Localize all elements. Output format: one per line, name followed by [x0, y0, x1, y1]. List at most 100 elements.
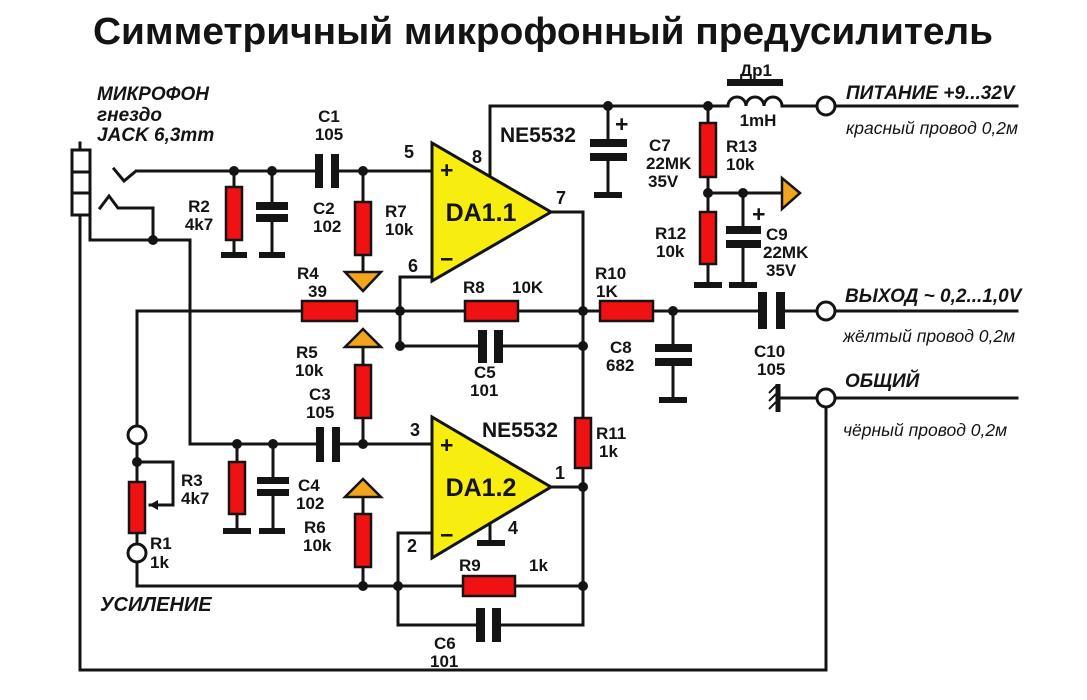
da12-ref: DA1.2: [446, 474, 517, 502]
r1-value: 1k: [150, 553, 169, 572]
wire-pin6: [398, 275, 434, 348]
ground-symbols: [221, 192, 781, 546]
da11-pin8: 8: [472, 147, 482, 167]
c7-ref: C7: [649, 136, 671, 155]
c9-ref: C9: [766, 225, 788, 244]
da12-minus-sign: −: [440, 522, 453, 548]
common-wire-label: чёрный провод 0,2м: [843, 420, 1007, 440]
resistor-R4: [300, 299, 359, 323]
mic-label-line3: JACK 6,3mm: [97, 125, 214, 146]
c5-ref: C5: [474, 363, 496, 382]
wire-tip-input: [111, 166, 317, 184]
r9-value: 1k: [529, 556, 548, 575]
c4-ref: C4: [298, 476, 320, 495]
chassis-ground-icon: [768, 384, 781, 412]
r5-value: 10k: [295, 361, 324, 380]
c2-value: 102: [313, 217, 341, 236]
r3-ref: R3: [181, 471, 203, 490]
c7-plus-sign: +: [615, 111, 628, 137]
c8-ref: C8: [610, 338, 632, 357]
r2-value: 4k7: [185, 215, 213, 234]
resistor-R2: [224, 185, 244, 242]
mic-label-line2: гнездо: [97, 105, 162, 126]
jack-body: [70, 148, 92, 217]
c1-value: 105: [315, 125, 343, 144]
c9-voltage: 35V: [766, 261, 797, 280]
capacitor-C4: [257, 477, 289, 496]
c6-ref: C6: [434, 634, 456, 653]
schematic-title: Симметричный микрофонный предусилитель: [93, 11, 993, 53]
r7-value: 10k: [385, 220, 414, 239]
inductor-windings: [726, 95, 784, 108]
resistor-R1: [127, 480, 147, 535]
resistor-R10: [598, 299, 655, 323]
r12-value: 10k: [656, 242, 685, 261]
c7-voltage: 35V: [648, 172, 679, 191]
arrow-down-icon: [342, 270, 384, 293]
power-terminal: [815, 95, 837, 117]
annotations: МИКРОФОН гнездо JACK 6,3mm УСИЛЕНИЕ ПИТА…: [97, 83, 1023, 616]
r13-value: 10k: [726, 155, 755, 174]
terminal-circles: [126, 95, 837, 564]
c5-value: 101: [470, 381, 498, 400]
r4-ref: R4: [297, 264, 319, 283]
r8-value: 10K: [512, 278, 544, 297]
capacitor-C2: [256, 202, 288, 222]
c1-ref: C1: [318, 107, 340, 126]
gain-pot-bottom-terminal: [126, 542, 148, 564]
wire-common-rail: [78, 213, 1019, 672]
dr1-ref: Др1: [740, 61, 772, 80]
c3-value: 105: [306, 403, 334, 422]
inductor-Dr1: [726, 79, 784, 108]
c9-plus-sign: +: [752, 201, 765, 227]
opamp-triangle: [430, 414, 554, 561]
wire-r1-wiper: [135, 460, 175, 507]
c7-value: 22MK: [646, 154, 692, 173]
capacitor-C3: [316, 427, 340, 462]
c8-value: 682: [606, 356, 634, 375]
capacitor-C5: [478, 330, 503, 363]
da11-pin5: 5: [404, 142, 414, 162]
da11-pin7: 7: [556, 188, 566, 208]
common-terminal: [815, 387, 837, 409]
da12-pin3: 3: [410, 420, 420, 440]
da11-part: NE5532: [500, 124, 576, 147]
c10-value: 105: [757, 360, 785, 379]
r13-ref: R13: [726, 137, 757, 156]
resistor-R6: [353, 512, 373, 569]
resistor-R9: [461, 574, 517, 598]
opamp-triangle: [430, 140, 554, 284]
output-terminal-label: ВЫХОД ~ 0,2...1,0V: [845, 286, 1023, 307]
r5-ref: R5: [296, 343, 318, 362]
dr1-value: 1mH: [740, 111, 777, 130]
c2-ref: C2: [313, 199, 335, 218]
r9-ref: R9: [459, 556, 481, 575]
da12-part: NE5532: [482, 419, 558, 442]
r10-ref: R10: [595, 264, 626, 283]
da11-minus-sign: −: [440, 246, 453, 272]
inductor-core: [727, 79, 783, 86]
da12-pin2: 2: [407, 536, 417, 556]
r3-value: 4k7: [181, 489, 209, 508]
da11-ref: DA1.1: [446, 199, 517, 227]
da11-plus-sign: +: [440, 157, 453, 183]
gain-pot-top-terminal: [126, 424, 148, 446]
resistor-R11: [573, 416, 593, 470]
jack-dividers: [70, 170, 92, 195]
opamp-DA1-2: + − DA1.2: [430, 414, 554, 561]
r8-ref: R8: [463, 278, 485, 297]
capacitor-C7: [590, 139, 627, 161]
capacitor-C8: [655, 344, 692, 366]
capacitor-C1: [315, 154, 339, 188]
power-wire-label: красный провод 0,2м: [846, 118, 1018, 138]
resistor-R12: [698, 210, 718, 266]
output-terminal: [815, 300, 837, 322]
r1-ref: R1: [150, 534, 172, 553]
resistor-R5: [353, 363, 373, 420]
c10-ref: C10: [754, 342, 785, 361]
capacitor-C6: [476, 608, 501, 642]
capacitor-C10: [758, 292, 785, 329]
r11-value: 1k: [599, 442, 618, 461]
r11-ref: R11: [596, 424, 626, 443]
